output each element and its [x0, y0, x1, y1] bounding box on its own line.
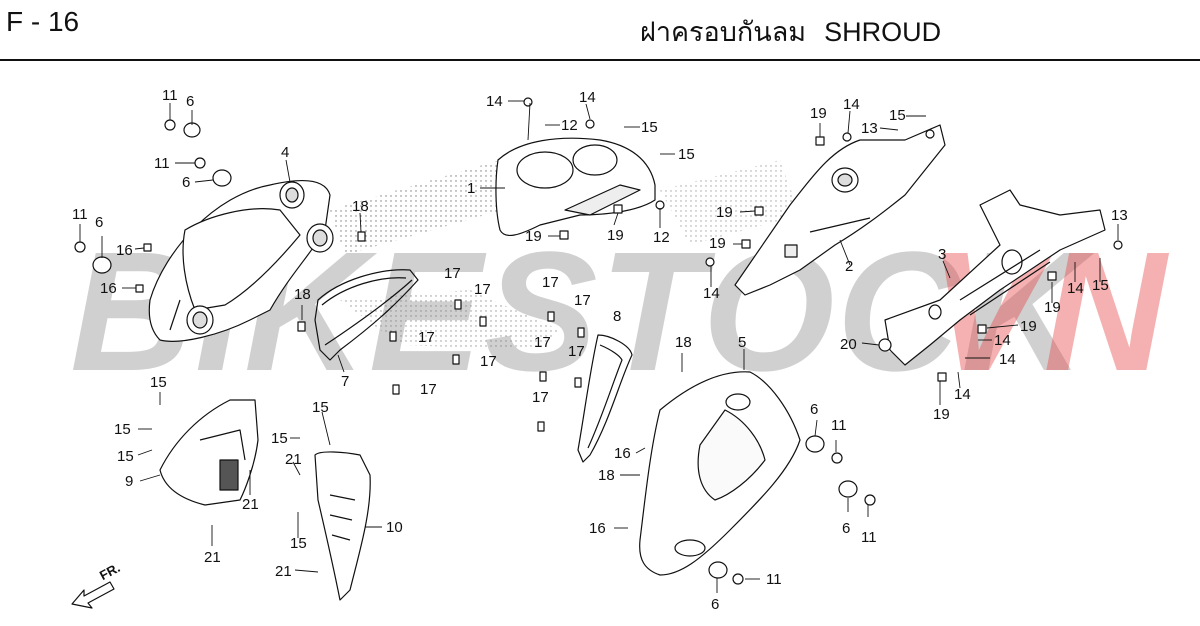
callout-11: 11 — [831, 417, 847, 434]
callout-15: 15 — [117, 448, 134, 465]
callout-2: 2 — [845, 258, 854, 275]
callout-12: 12 — [561, 117, 578, 134]
front-direction-arrow — [71, 581, 115, 609]
callout-19: 19 — [1020, 318, 1037, 335]
callout-16: 16 — [589, 520, 606, 537]
title-english: SHROUD — [824, 17, 942, 47]
callout-17: 17 — [532, 389, 549, 406]
callout-19: 19 — [810, 105, 827, 122]
callout-19: 19 — [716, 204, 733, 221]
callout-18: 18 — [598, 467, 615, 484]
callout-15: 15 — [1092, 277, 1109, 294]
callout-13: 13 — [1111, 207, 1128, 224]
leader-lines — [79, 100, 1119, 593]
callout-11: 11 — [766, 571, 782, 588]
callout-17: 17 — [474, 281, 491, 298]
callout-15: 15 — [312, 399, 329, 416]
part-2-right-bracket — [734, 124, 946, 296]
callout-14: 14 — [994, 332, 1011, 349]
callout-19: 19 — [709, 235, 726, 252]
callout-6: 6 — [182, 174, 191, 191]
callout-18: 18 — [294, 286, 311, 303]
part-1-center-cover — [495, 137, 656, 237]
callout-7: 7 — [341, 373, 350, 390]
callout-5: 5 — [738, 334, 747, 351]
callout-13: 13 — [861, 120, 878, 137]
callout-21: 21 — [204, 549, 221, 566]
callout-19: 19 — [933, 406, 950, 423]
callout-12: 12 — [653, 229, 670, 246]
callout-15: 15 — [150, 374, 167, 391]
header-divider — [0, 59, 1200, 61]
diagram-title: ฝาครอบกันลม SHROUD — [640, 10, 941, 53]
callout-18: 18 — [352, 198, 369, 215]
callout-11: 11 — [72, 206, 88, 223]
callout-17: 17 — [444, 265, 461, 282]
callout-6: 6 — [95, 214, 104, 231]
callout-14: 14 — [954, 386, 971, 403]
callout-14: 14 — [1067, 280, 1084, 297]
part-10-lower-cover — [314, 451, 371, 601]
callout-14: 14 — [843, 96, 860, 113]
callout-1: 1 — [467, 180, 476, 197]
callout-21: 21 — [242, 496, 259, 513]
exploded-parts-drawing — [71, 97, 1123, 609]
page-header: F - 16 ฝาครอบกันลม SHROUD — [0, 0, 1200, 61]
part-9-lower-panel — [159, 399, 259, 506]
callout-4: 4 — [281, 144, 290, 161]
part-3-lower-bracket — [884, 189, 1106, 366]
callout-17: 17 — [418, 329, 435, 346]
callout-15: 15 — [290, 535, 307, 552]
callout-6: 6 — [842, 520, 851, 537]
callout-14: 14 — [703, 285, 720, 302]
callout-8: 8 — [613, 308, 622, 325]
callout-20: 20 — [840, 336, 857, 353]
callout-11: 11 — [861, 529, 877, 546]
callout-17: 17 — [480, 353, 497, 370]
callout-15: 15 — [889, 107, 906, 124]
callout-15: 15 — [678, 146, 695, 163]
callout-17: 17 — [420, 381, 437, 398]
callout-11: 11 — [154, 155, 170, 172]
callout-14: 14 — [999, 351, 1016, 368]
callout-15: 15 — [641, 119, 658, 136]
callout-18: 18 — [675, 334, 692, 351]
callout-17: 17 — [574, 292, 591, 309]
callout-17: 17 — [568, 343, 585, 360]
callout-14: 14 — [579, 89, 596, 106]
part-7-stay-bracket — [314, 269, 419, 361]
callout-9: 9 — [125, 473, 134, 490]
title-thai: ฝาครอบกันลม — [640, 17, 807, 47]
part-5-side-shroud — [639, 371, 801, 576]
callout-14: 14 — [486, 93, 503, 110]
callout-16: 16 — [100, 280, 117, 297]
callout-3: 3 — [938, 246, 947, 263]
callout-6: 6 — [186, 93, 195, 110]
callout-11: 11 — [162, 87, 178, 104]
callout-17: 17 — [542, 274, 559, 291]
callout-19: 19 — [1044, 299, 1061, 316]
callout-19: 19 — [607, 227, 624, 244]
callout-15: 15 — [271, 430, 288, 447]
callout-6: 6 — [810, 401, 819, 418]
page-code: F - 16 — [6, 6, 80, 37]
callout-17: 17 — [534, 334, 551, 351]
part-8-side-strip — [577, 334, 633, 463]
callout-19: 19 — [525, 228, 542, 245]
fasteners — [74, 97, 1123, 585]
callout-21: 21 — [275, 563, 292, 580]
callout-21: 21 — [285, 451, 302, 468]
callout-16: 16 — [614, 445, 631, 462]
part-4-upper-shroud — [148, 180, 334, 342]
callout-6: 6 — [711, 596, 720, 613]
callout-15: 15 — [114, 421, 131, 438]
callout-10: 10 — [386, 519, 403, 536]
callout-16: 16 — [116, 242, 133, 259]
assembly-guide-dots — [330, 160, 800, 350]
